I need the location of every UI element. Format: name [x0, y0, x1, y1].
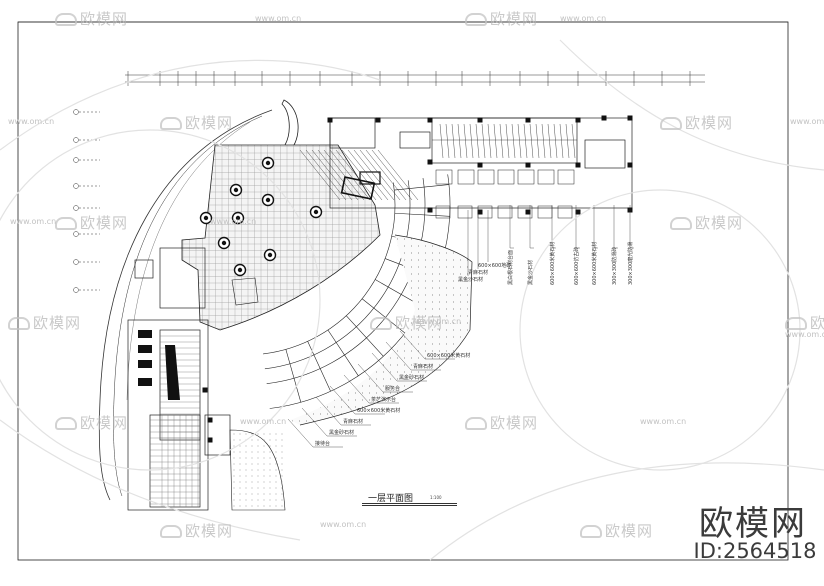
sofa-icon	[8, 317, 30, 330]
watermark: 欧模网	[55, 8, 128, 29]
annotation-label: 600×600米黄石材	[357, 408, 401, 414]
top-dimension-ticks	[127, 71, 691, 86]
annotation-label: 青麻石材	[343, 419, 364, 425]
annotation-leaders-right	[467, 205, 634, 276]
annotation-label: 600×600米黄石材	[427, 353, 471, 359]
lobby-columns	[199, 156, 323, 277]
lower-terrace	[229, 429, 286, 511]
outer-curved-wall	[98, 109, 273, 501]
sofa-icon	[160, 117, 182, 130]
watermark: 欧模网	[660, 112, 733, 133]
annotation-label: 黑金砂石材	[399, 375, 425, 381]
staircase	[299, 149, 419, 201]
annotation-label: 青麻石材	[413, 364, 434, 370]
watermark-url: www.om.cn	[10, 217, 57, 226]
watermark: 欧模网	[370, 312, 443, 333]
sofa-icon	[160, 525, 182, 538]
title-underline-2	[362, 505, 457, 506]
top-dimension-line	[125, 74, 705, 83]
watermark-url: www.om.cn	[560, 14, 607, 23]
reception-desk	[231, 277, 259, 306]
watermark: 欧模网	[670, 212, 743, 233]
sofa-icon	[580, 525, 602, 538]
drawing-scale: 1:100	[430, 495, 442, 500]
left-axis-markers	[73, 109, 100, 293]
annotation-label: 服务台	[385, 386, 401, 392]
title-underline	[362, 503, 457, 504]
watermark: 欧模网	[55, 412, 128, 433]
annotation-label: 600×600仿古砖	[574, 246, 580, 285]
annotation-label: 黑金沙石材	[528, 259, 534, 285]
right-wing-rooms	[435, 169, 575, 219]
watermark: 欧模网	[465, 412, 538, 433]
annotation-label: 青麻石材	[468, 270, 489, 276]
brand-logo-text: 欧模网	[699, 504, 807, 544]
sofa-icon	[785, 317, 807, 330]
drawing-title: 一层平面图	[368, 494, 414, 504]
left-wing-tiles	[150, 329, 200, 507]
sofa-icon	[55, 217, 77, 230]
watermark: 欧模网	[160, 520, 233, 541]
sofa-icon	[465, 417, 487, 430]
watermark-url: www.om.cn	[8, 117, 55, 126]
annotation-label: 600×600米黄石材	[550, 241, 556, 285]
brand-id: ID:2564518	[693, 539, 817, 563]
sofa-icon	[55, 417, 77, 430]
watermark: 欧模网	[55, 212, 128, 233]
watermark-url: www.om.cn	[255, 14, 302, 23]
watermark-arcs	[0, 39, 824, 561]
annotation-label: 600×600地砖	[478, 263, 512, 269]
annotation-label: 茶艺演示台	[371, 397, 397, 403]
watermark-url: www.om.cn	[210, 217, 257, 226]
annotation-label: 接待台	[315, 441, 331, 447]
watermark: 欧模网	[785, 312, 824, 333]
lobby-floor-tiles	[182, 145, 380, 330]
sofa-icon	[465, 13, 487, 26]
watermark-url: www.om.cn	[320, 520, 367, 529]
annotation-label: 黑金沙石材	[458, 277, 484, 283]
watermark-url: www.om.cn	[415, 317, 462, 326]
annotation-label: 黑金砂石材	[329, 430, 355, 436]
annotation-leaders-lower	[287, 330, 455, 448]
right-wing-seating	[432, 123, 577, 159]
watermark-url: www.om.cn	[640, 417, 687, 426]
watermark: 欧模网	[580, 520, 653, 541]
sofa-icon	[670, 217, 692, 230]
annotation-label: 300×300磨光防滑	[628, 241, 634, 285]
watermark-url: www.om.cn	[785, 330, 824, 339]
watermark: 欧模网	[8, 312, 81, 333]
watermark-url: www.om.cn	[790, 117, 824, 126]
watermark: 欧模网	[160, 112, 233, 133]
sofa-icon	[55, 13, 77, 26]
entrance-canopy	[281, 99, 299, 151]
structural-columns	[202, 115, 633, 443]
watermark-url: www.om.cn	[240, 417, 287, 426]
lift-core	[359, 171, 381, 185]
left-wing-toilets	[138, 330, 180, 400]
sofa-icon	[370, 317, 392, 330]
annotation-label: 300×300防滑砖	[612, 246, 618, 285]
sofa-icon	[660, 117, 682, 130]
watermark: 欧模网	[465, 8, 538, 29]
annotation-label: 600×600米黄石材	[592, 241, 598, 285]
